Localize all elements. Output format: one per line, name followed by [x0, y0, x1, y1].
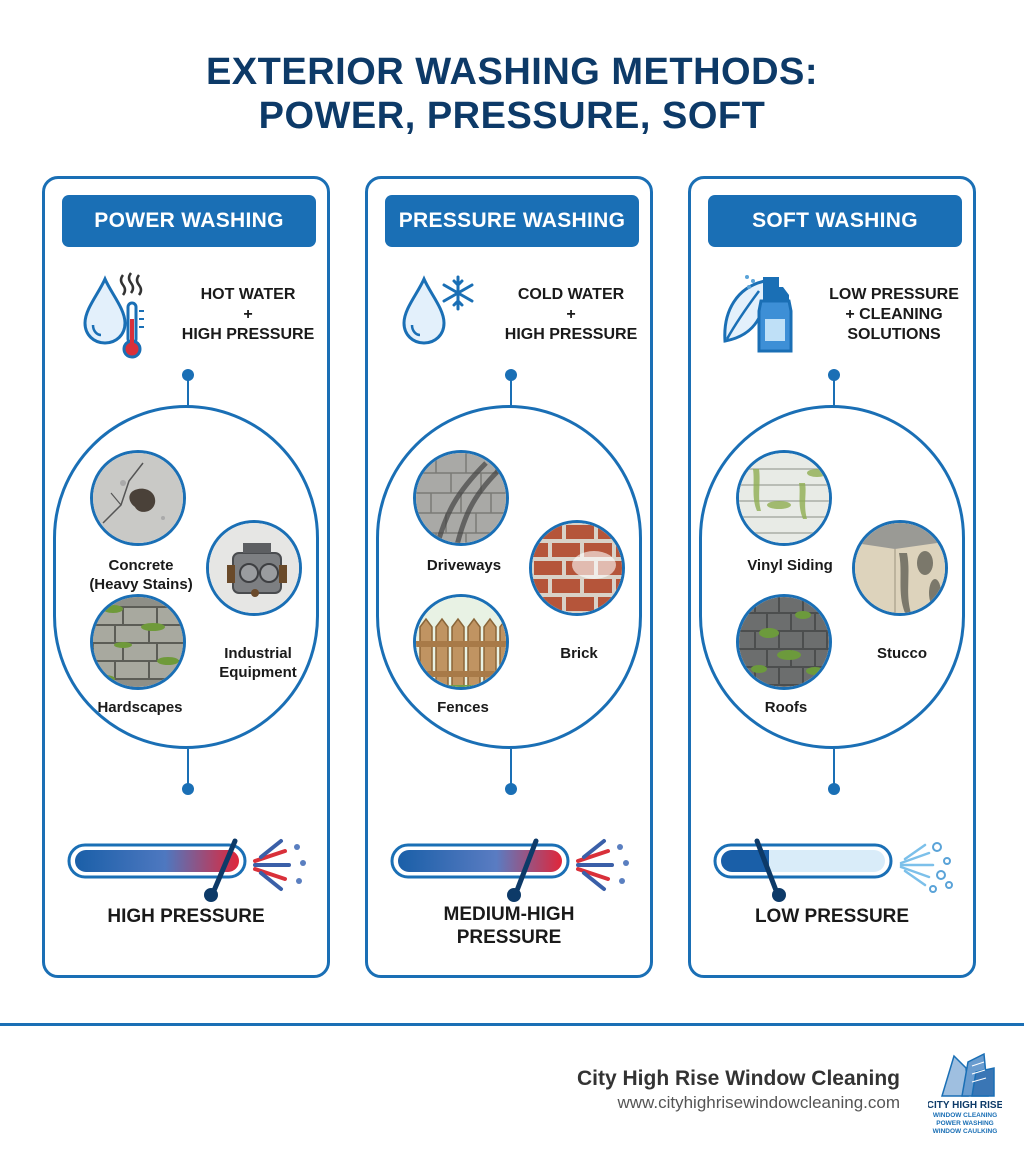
pressure-gauge-icon [67, 838, 306, 902]
surface-label: Stucco [862, 644, 942, 663]
footer-brand: City High Rise Window Cleaning www.cityh… [577, 1066, 900, 1114]
feature-line-1: COLD WATER [517, 286, 625, 303]
surfaces-oval: Vinyl Siding Stucco Roofs [699, 405, 965, 749]
pressure-line-1: LOW PRESSURE [754, 906, 910, 927]
water-drop-thermometer-icon [83, 272, 144, 359]
surface-concrete [90, 450, 186, 546]
water-drop-snowflake-icon [402, 275, 474, 345]
connector-line [187, 375, 189, 406]
logo-text-4: WINDOW CAULKING [933, 1128, 998, 1135]
feature-line-2: + [566, 306, 576, 323]
surface-label: Roofs [726, 698, 846, 717]
connector-line [187, 749, 189, 785]
pressure-label: MEDIUM-HIGH PRESSURE [368, 903, 650, 949]
surface-driveways [413, 450, 509, 546]
feature-line-3: HIGH PRESSURE [504, 326, 638, 343]
feature-text: LOW PRESSURE + CLEANING SOLUTIONS [819, 285, 969, 345]
surface-brick [529, 520, 625, 616]
column-header: SOFT WASHING [708, 195, 962, 247]
column-header: POWER WASHING [62, 195, 316, 247]
surface-label: Hardscapes [80, 698, 200, 717]
connector-dot [505, 783, 517, 795]
label-line-2: Equipment [219, 664, 297, 681]
label-line-1: Concrete [108, 557, 174, 574]
label-line-1: Brick [560, 645, 598, 662]
surface-hardscapes [90, 594, 186, 690]
building-logo-icon: CITY HIGH RISE WINDOW CLEANING POWER WAS… [927, 1052, 1004, 1135]
connector-dot [828, 783, 840, 795]
column-soft-washing: SOFT WASHING LOW PRESSURE + CLEANING SOL… [688, 176, 976, 978]
connector-line [833, 749, 835, 785]
label-line-1: Fences [437, 699, 489, 716]
pressure-line-1: HIGH PRESSURE [107, 906, 265, 927]
feature-line-1: LOW PRESSURE [829, 286, 959, 303]
surface-label: Fences [403, 698, 523, 717]
feature-block: HOT WATER + HIGH PRESSURE [73, 271, 314, 359]
logo-text-2: WINDOW CLEANING [933, 1112, 997, 1119]
connector-line [833, 375, 835, 406]
column-pressure-washing: PRESSURE WASHING COLD WATER + HIGH PRESS… [365, 176, 653, 978]
surface-vinyl-siding [736, 450, 832, 546]
pressure-line-2: PRESSURE [456, 927, 562, 948]
label-line-1: Stucco [876, 645, 927, 662]
pressure-line-1: MEDIUM-HIGH [443, 904, 575, 925]
company-name: City High Rise Window Cleaning [577, 1067, 900, 1090]
column-power-washing: POWER WASHING HOT WATER + HIGH PRESSURE … [42, 176, 330, 978]
surface-label: Driveways [399, 556, 529, 575]
label-line-1: Driveways [426, 557, 502, 574]
surface-roofs [736, 594, 832, 690]
leaf-spray-bottle-icon [723, 275, 793, 353]
logo-text-1: CITY HIGH RISE [928, 1100, 1002, 1111]
label-line-1: Hardscapes [97, 699, 183, 716]
page-title: EXTERIOR WASHING METHODS: POWER, PRESSUR… [0, 50, 1024, 138]
pressure-gauge-icon [390, 838, 629, 902]
surface-stucco [852, 520, 948, 616]
surfaces-oval: Concrete (Heavy Stains) Industrial Equip… [53, 405, 319, 749]
feature-line-3: SOLUTIONS [847, 326, 941, 343]
surface-fences [413, 594, 509, 690]
feature-block: COLD WATER + HIGH PRESSURE [396, 271, 637, 351]
pressure-gauge-icon [713, 838, 953, 902]
footer-divider [0, 1023, 1024, 1026]
label-line-2: (Heavy Stains) [89, 576, 193, 593]
company-url[interactable]: www.cityhighrisewindowcleaning.com [617, 1093, 900, 1112]
label-line-1: Roofs [764, 699, 808, 716]
pressure-gauge [711, 835, 961, 915]
connector-line [510, 749, 512, 785]
feature-line-1: HOT WATER [200, 286, 296, 303]
feature-text: COLD WATER + HIGH PRESSURE [496, 285, 646, 345]
surface-label: Vinyl Siding [730, 556, 850, 575]
title-line-1: EXTERIOR WASHING METHODS: [205, 51, 819, 93]
pressure-gauge [65, 835, 315, 915]
feature-line-3: HIGH PRESSURE [181, 326, 315, 343]
column-header: PRESSURE WASHING [385, 195, 639, 247]
logo-text-3: POWER WASHING [936, 1120, 993, 1127]
label-line-1: Vinyl Siding [747, 557, 833, 574]
connector-line [510, 375, 512, 406]
surface-label: Concrete (Heavy Stains) [76, 556, 206, 594]
label-line-1: Industrial [224, 645, 292, 662]
surface-label: Industrial Equipment [208, 644, 308, 682]
feature-block: LOW PRESSURE + CLEANING SOLUTIONS [719, 271, 959, 353]
connector-dot [182, 783, 194, 795]
pressure-label: HIGH PRESSURE [45, 905, 327, 928]
feature-text: HOT WATER + HIGH PRESSURE [173, 285, 323, 345]
surface-industrial-equipment [206, 520, 302, 616]
surface-label: Brick [539, 644, 619, 663]
pressure-gauge [388, 835, 638, 915]
company-logo: CITY HIGH RISE WINDOW CLEANING POWER WAS… [927, 1050, 1004, 1138]
pressure-label: LOW PRESSURE [691, 905, 973, 928]
title-line-2: POWER, PRESSURE, SOFT [258, 95, 766, 137]
surfaces-oval: Driveways Brick Fences [376, 405, 642, 749]
feature-line-2: + CLEANING [845, 306, 943, 323]
feature-line-2: + [243, 306, 253, 323]
